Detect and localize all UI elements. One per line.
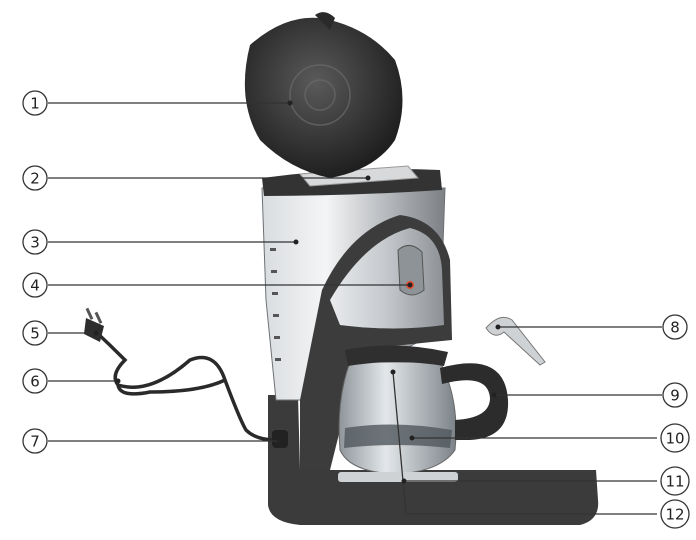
callout-4: 4 — [23, 273, 47, 297]
lid — [245, 18, 403, 178]
callout-label: 7 — [30, 433, 40, 451]
callout-label: 10 — [665, 430, 684, 448]
callout-2: 2 — [23, 166, 47, 190]
callout-label: 11 — [665, 473, 684, 491]
power-cord — [94, 330, 276, 440]
callout-label: 4 — [30, 277, 40, 295]
callout-7: 7 — [23, 429, 47, 453]
callout-label: 2 — [30, 170, 40, 188]
coffee-maker — [84, 12, 598, 525]
measuring-spoon — [486, 317, 545, 365]
callout-9: 9 — [663, 383, 687, 407]
callout-8: 8 — [663, 315, 687, 339]
callout-label: 9 — [670, 387, 680, 405]
plug — [84, 308, 104, 342]
callout-10: 10 — [661, 424, 689, 452]
callout-label: 3 — [30, 234, 40, 252]
callout-label: 12 — [665, 506, 684, 524]
callout-5: 5 — [23, 321, 47, 345]
callout-6: 6 — [23, 369, 47, 393]
callout-label: 5 — [30, 325, 40, 343]
callout-label: 8 — [670, 319, 680, 337]
callout-label: 1 — [30, 95, 40, 113]
callout-1: 1 — [23, 91, 47, 115]
callout-11: 11 — [661, 467, 689, 495]
callout-12: 12 — [661, 500, 689, 528]
callout-label: 6 — [30, 373, 40, 391]
callout-3: 3 — [23, 230, 47, 254]
